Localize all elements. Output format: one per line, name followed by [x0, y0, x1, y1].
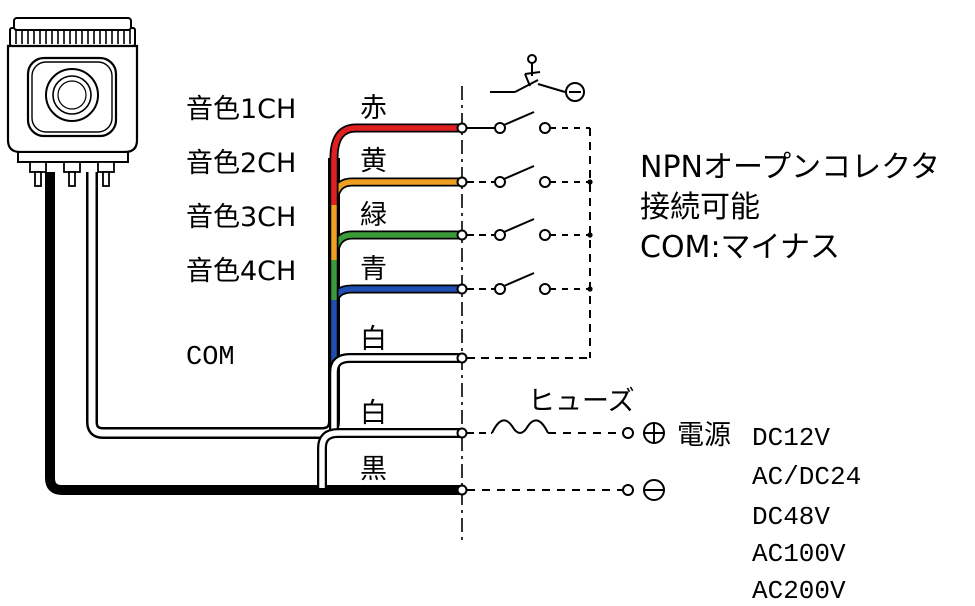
wire-color-power-white: 白: [360, 398, 387, 429]
buzzer-device: [6, 17, 139, 187]
power-lines: [467, 419, 665, 501]
fuse-label: ヒューズ: [528, 386, 635, 417]
wire-color-yellow: 黄: [360, 146, 387, 177]
wire-color-green: 緑: [360, 200, 387, 231]
wire-color-red: 赤: [360, 93, 387, 124]
voltage-3: DC48V: [752, 502, 830, 532]
channel-3-label: 音色3CH: [186, 202, 296, 233]
power-label: 電源: [677, 420, 731, 451]
wire-color-labels: 赤 黄 緑 青 白 白 黒: [360, 93, 387, 485]
power-labels: 電源 DC12V AC/DC24 DC48V AC100V AC200V: [677, 420, 861, 606]
manual-switch-icon: [490, 54, 585, 102]
channel-2-label: 音色2CH: [186, 148, 296, 179]
com-label: COM: [186, 343, 235, 373]
voltage-4: AC100V: [752, 539, 846, 569]
note-line-2: 接続可能: [640, 190, 760, 225]
note-line-1: NPNオープンコレクタ: [640, 150, 940, 185]
red-wire: [329, 123, 462, 159]
channel-1-label: 音色1CH: [186, 94, 296, 125]
npn-note: NPNオープンコレクタ 接続可能 COM:マイナス: [640, 150, 940, 265]
voltage-1: DC12V: [752, 423, 830, 453]
voltage-2: AC/DC24: [752, 462, 861, 492]
switch-network: [467, 111, 591, 359]
note-line-3: COM:マイナス: [640, 230, 840, 265]
voltage-5: AC200V: [752, 576, 846, 606]
wire-color-com-white: 白: [360, 324, 387, 355]
signal-wires: [317, 123, 462, 488]
wire-color-blue: 青: [360, 254, 387, 285]
terminal-points: [456, 122, 468, 496]
wire-color-power-black: 黒: [360, 454, 387, 485]
channel-4-label: 音色4CH: [186, 256, 296, 287]
channel-labels: 音色1CH 音色2CH 音色3CH 音色4CH COM: [186, 94, 296, 373]
